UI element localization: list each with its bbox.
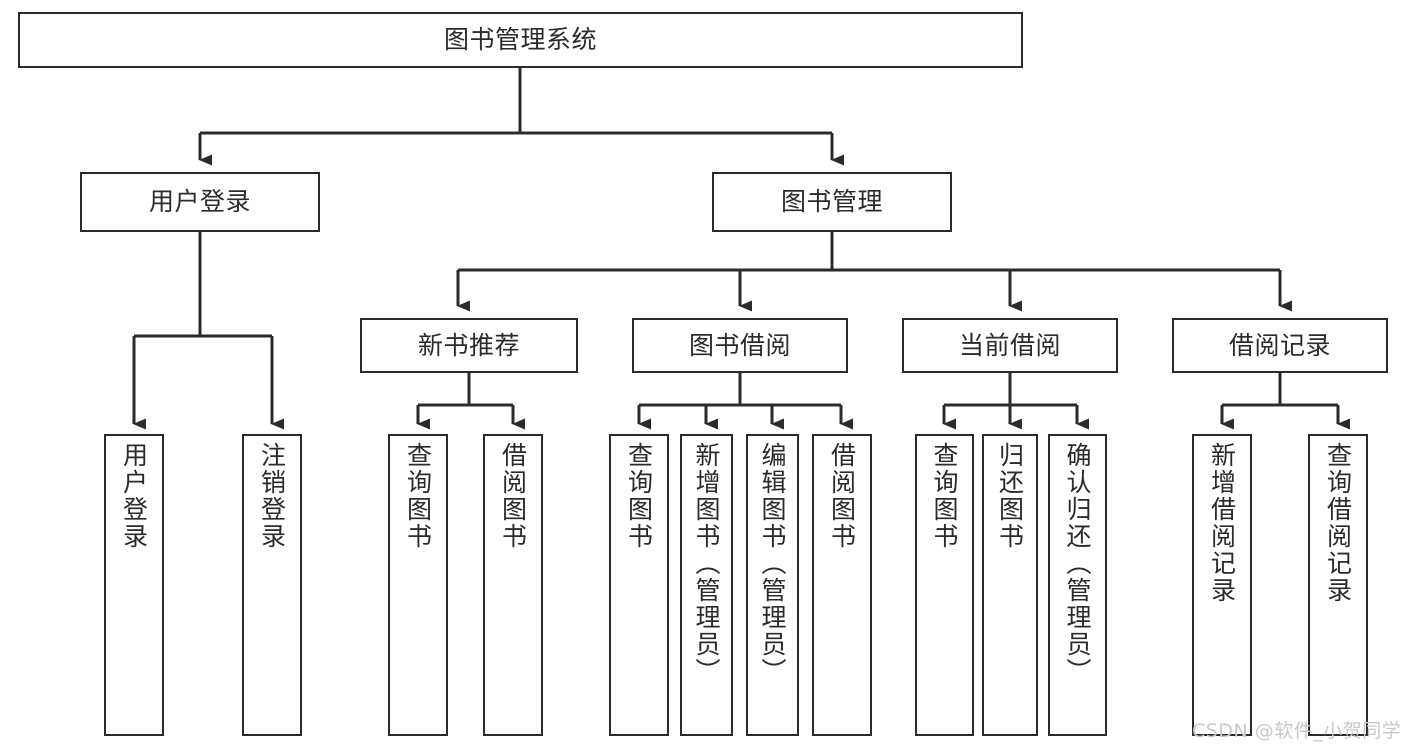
leaf-query-book-borrow[interactable]: 查询图书 (609, 434, 669, 736)
node-label: 编辑图书（管理员） (758, 442, 787, 685)
node-label: 注销登录 (257, 442, 287, 550)
node-borrow-record[interactable]: 借阅记录 (1172, 318, 1388, 373)
node-root-system[interactable]: 图书管理系统 (18, 12, 1023, 68)
node-new-book-recommend[interactable]: 新书推荐 (360, 318, 578, 373)
node-current-borrow[interactable]: 当前借阅 (902, 318, 1118, 373)
leaf-logout-login[interactable]: 注销登录 (242, 434, 302, 736)
leaf-query-book-current[interactable]: 查询图书 (915, 434, 974, 736)
node-label: 确认归还（管理员） (1063, 442, 1092, 685)
leaf-borrow-book-recommend[interactable]: 借阅图书 (483, 434, 543, 736)
node-label: 图书管理系统 (443, 25, 597, 55)
node-label: 新书推荐 (417, 330, 520, 360)
node-label: 查询图书 (403, 442, 433, 550)
leaf-confirm-return-admin[interactable]: 确认归还（管理员） (1048, 434, 1107, 736)
node-label: 图书管理 (780, 187, 883, 217)
leaf-borrow-book[interactable]: 借阅图书 (812, 434, 872, 736)
node-label: 借阅图书 (498, 442, 528, 550)
watermark-text: CSDN @软件_小贺同学 (1192, 720, 1402, 742)
leaf-add-borrow-record[interactable]: 新增借阅记录 (1192, 434, 1252, 736)
node-label: 归还图书 (995, 442, 1025, 550)
node-label: 新增借阅记录 (1207, 442, 1237, 604)
leaf-return-book[interactable]: 归还图书 (982, 434, 1038, 736)
node-book-borrow[interactable]: 图书借阅 (632, 318, 848, 373)
node-label: 图书借阅 (688, 330, 791, 360)
node-user-login[interactable]: 用户登录 (80, 172, 320, 232)
node-label: 借阅图书 (827, 442, 857, 550)
leaf-add-book-admin[interactable]: 新增图书（管理员） (680, 434, 733, 736)
node-label: 用户登录 (148, 187, 251, 217)
leaf-edit-book-admin[interactable]: 编辑图书（管理员） (746, 434, 799, 736)
node-book-management[interactable]: 图书管理 (712, 172, 952, 232)
node-label: 新增图书（管理员） (692, 442, 721, 685)
leaf-user-login[interactable]: 用户登录 (104, 434, 164, 736)
node-label: 当前借阅 (958, 330, 1061, 360)
leaf-query-borrow-record[interactable]: 查询借阅记录 (1308, 434, 1368, 736)
node-label: 用户登录 (119, 442, 149, 550)
node-label: 借阅记录 (1228, 330, 1331, 360)
node-label: 查询借阅记录 (1323, 442, 1353, 604)
leaf-query-book-recommend[interactable]: 查询图书 (388, 434, 448, 736)
node-label: 查询图书 (930, 442, 959, 550)
node-label: 查询图书 (624, 442, 654, 550)
